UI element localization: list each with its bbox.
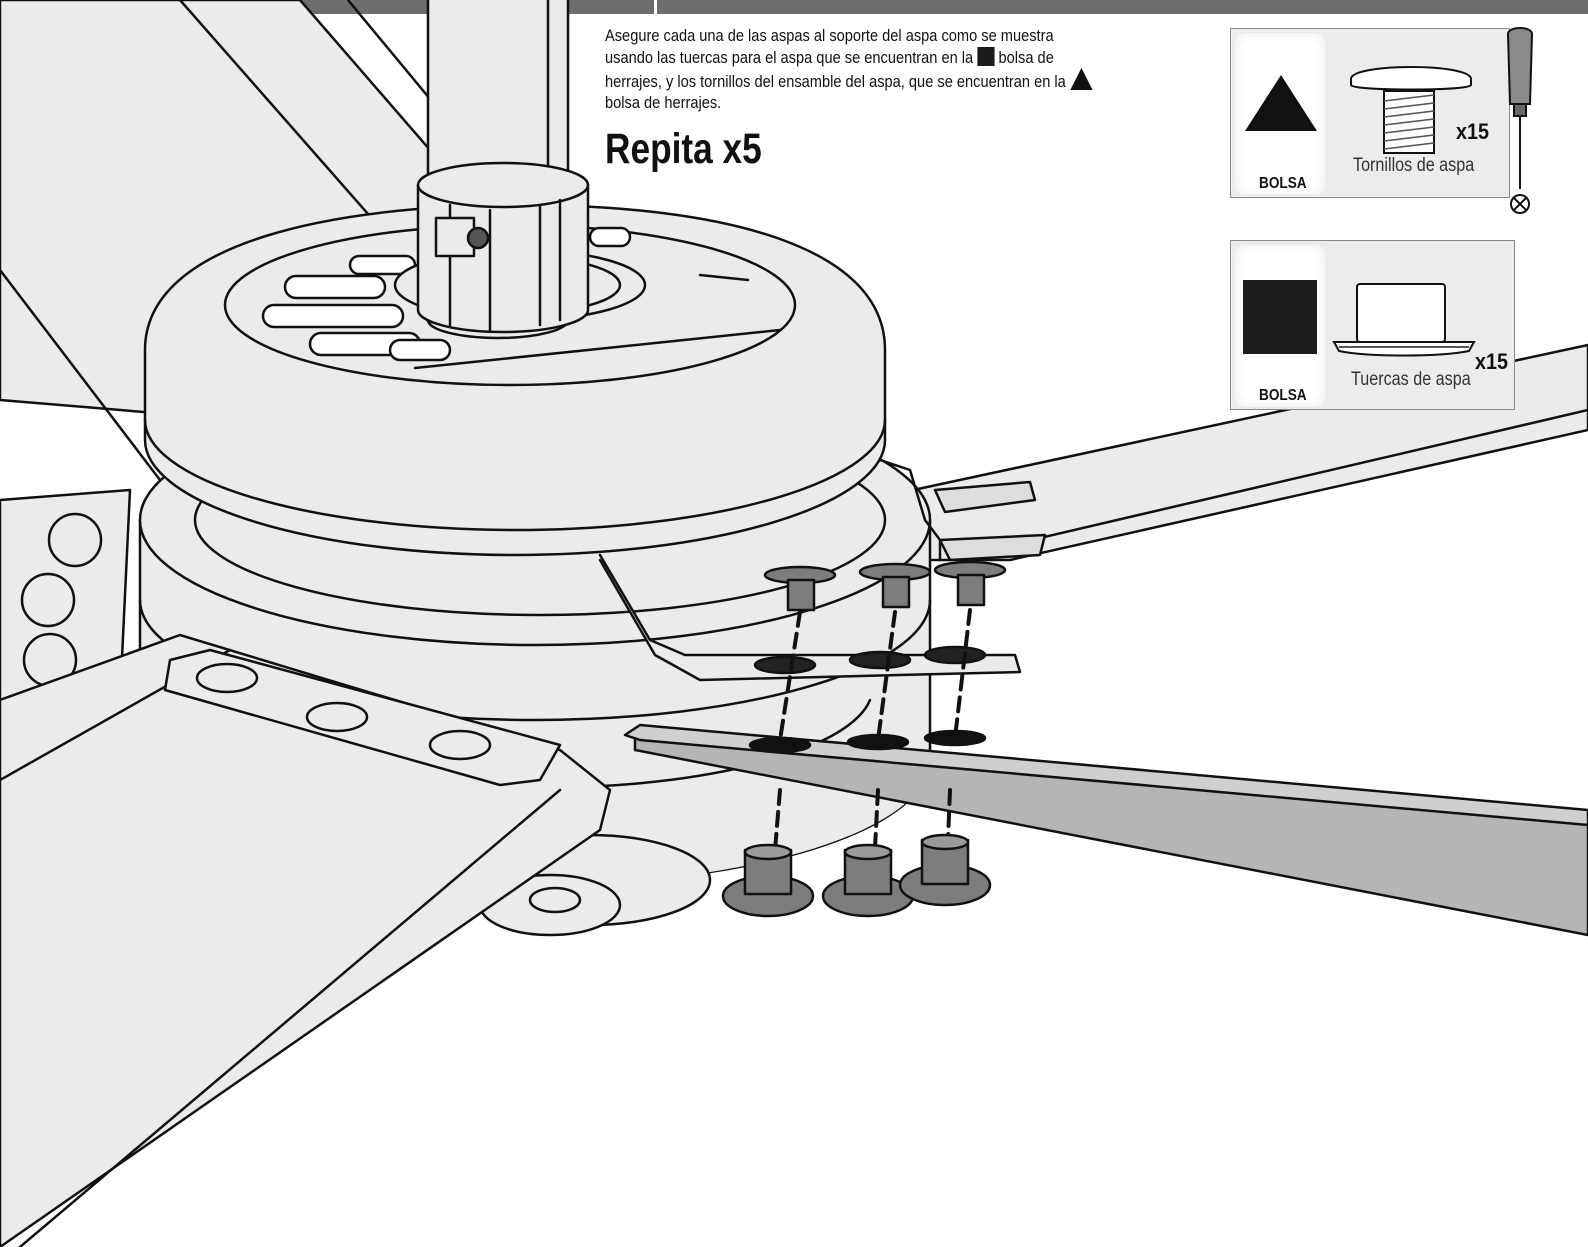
- hardware-panel-nuts: BOLSA x15 Tuercas de aspa: [1230, 240, 1515, 410]
- instruction-line-2a: usando las tuercas para el aspa que se e…: [605, 47, 974, 67]
- alignment-lines: [773, 608, 972, 852]
- bag-label: BOLSA: [1259, 387, 1307, 404]
- nut-quantity: x15: [1475, 349, 1509, 374]
- blade-bracket-right: [598, 458, 1022, 682]
- triangle-icon: [1245, 75, 1317, 131]
- screw-part-name: Tornillos de aspa: [1353, 155, 1475, 176]
- phillips-screwdriver-icon: [1506, 27, 1534, 214]
- blade-screws: [763, 560, 1007, 612]
- screw-quantity: x15: [1456, 119, 1490, 144]
- triangle-icon: [1069, 68, 1093, 90]
- square-icon: [977, 46, 995, 66]
- instruction-line-1: Asegure cada una de las aspas al soporte…: [605, 26, 1054, 45]
- bag-label: BOLSA: [1259, 175, 1307, 192]
- screw-icon: [1350, 66, 1472, 154]
- hardware-bag: BOLSA: [1235, 33, 1325, 195]
- square-icon: [1243, 280, 1317, 354]
- blade-nuts: [721, 833, 992, 918]
- nut-part-name: Tuercas de aspa: [1351, 369, 1471, 390]
- hardware-panel-screws: BOLSA x15 Tornillos de aspa: [1230, 28, 1510, 198]
- header-bar: [0, 0, 1588, 14]
- instruction-line-2b: bolsa de: [998, 47, 1054, 67]
- hardware-bag: BOLSA: [1235, 245, 1325, 407]
- instruction-line-4: bolsa de herrajes.: [605, 92, 722, 112]
- instruction-text: Asegure cada una de las aspas al soporte…: [605, 26, 1121, 113]
- blade-lower-left: [0, 488, 612, 1247]
- instruction-line-2: usando las tuercas para el aspa que se e…: [605, 46, 1121, 69]
- instruction-line-3-text: herrajes, y los tornillos del ensamble d…: [605, 72, 1066, 91]
- repeat-label: Repita x5: [605, 125, 762, 173]
- downrod: [416, 0, 590, 340]
- header-divider: [654, 0, 657, 14]
- instruction-line-3: herrajes, y los tornillos del ensamble d…: [605, 68, 1121, 93]
- nut-icon: [1332, 283, 1476, 357]
